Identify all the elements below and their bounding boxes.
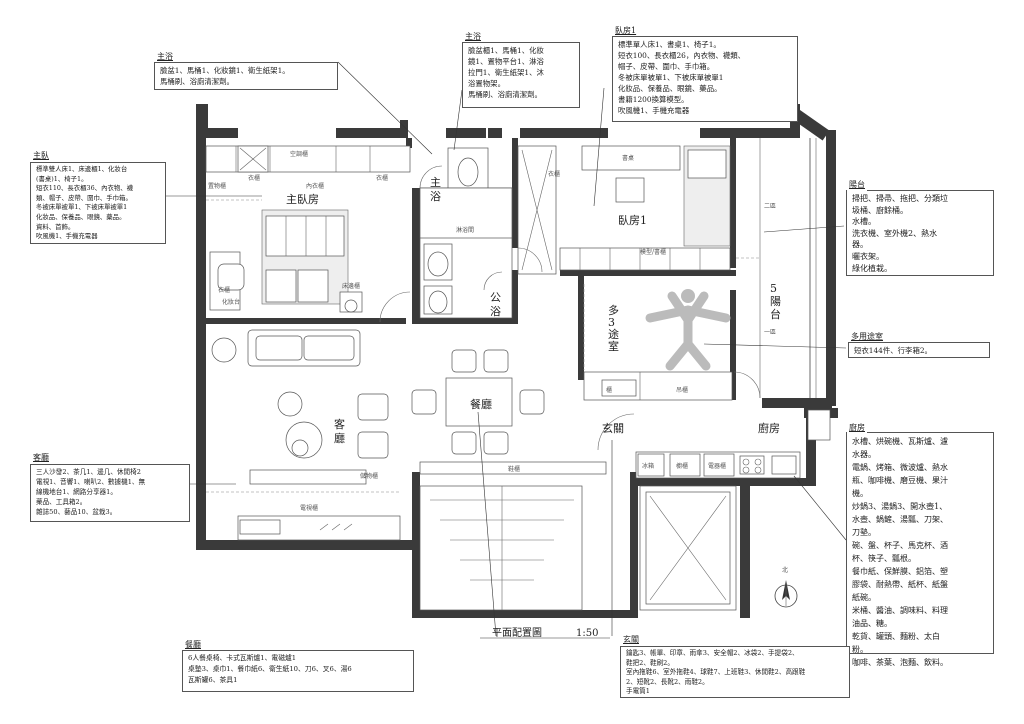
note-multi-room-body: 短衣144件、行李箱2。 — [854, 346, 932, 355]
label-cabinet-multi: 櫃 — [606, 386, 612, 394]
label-fridge: 冰箱 — [642, 462, 654, 470]
room-kitchen: 廚房 — [758, 421, 780, 435]
label-vanity: 化妝台 — [222, 298, 240, 306]
plan-scale: 1:50 — [576, 628, 598, 639]
note-multi-room-heading: 多用途室 — [849, 331, 885, 342]
note-master-room-heading: 主臥 — [31, 151, 51, 161]
door-swings — [379, 165, 761, 399]
note-multi-room: 多用途室 短衣144件、行李箱2。 — [848, 331, 990, 358]
room-living-1: 客 — [334, 417, 345, 431]
room-living-2: 廳 — [334, 431, 345, 445]
bedroom1-furniture — [517, 145, 731, 275]
plan-title: 平面配置圖 — [492, 627, 542, 639]
note-balcony: 陽台 掃把、掃帚、拖把、分類垃 圾桶、廚餘桶。 水槽。 洗衣機、室外機2、熱水 … — [846, 179, 994, 276]
note-bedroom1-body: 標準單人床1、書桌1、椅子1。 短衣100、長衣櫃26，內衣物、襪類、 帽子、皮… — [618, 40, 745, 115]
leader-lines — [164, 61, 847, 637]
note-public-bath: 主浴 臉盆櫃1、馬桶1、化妝 鏡1、置物平台1、淋浴 拉門1、衛生紙架1、沐 浴… — [462, 31, 580, 108]
room-multi-2: 3 — [608, 316, 615, 329]
note-kitchen: 廚房 水槽、烘碗機、瓦斯爐、濾 水器。 電鍋、烤箱、微波爐、熱水 瓶、咖啡機、磨… — [846, 421, 994, 667]
label-tv-cabinet: 電視櫃 — [300, 504, 318, 512]
label-bed1-desk: 書桌 — [622, 154, 634, 162]
outer-walls — [196, 104, 838, 618]
room-public-bath-1: 公 — [490, 291, 501, 304]
note-dining-heading: 餐廳 — [183, 639, 203, 650]
note-master-room: 主臥 標準雙人床1、床邊櫃1、化妝台 (書桌)1、椅子1。 短衣110、長衣櫃3… — [30, 151, 166, 244]
note-dining-body: 6人餐桌椅、卡式瓦斯爐1、電磁爐1 桌墊3、桌巾1、餐巾紙6、衛生紙10、刀6、… — [188, 654, 352, 684]
label-storage-cab: 儲物櫃 — [360, 472, 378, 480]
north-label: 北 — [782, 566, 788, 574]
room-balcony-2: 陽 — [770, 295, 781, 308]
label-appliance: 電器櫃 — [708, 462, 726, 470]
label-bed-stand: 床邊櫃 — [342, 282, 360, 290]
room-balcony-1: 5 — [770, 282, 777, 295]
room-entrance: 玄關 — [602, 421, 624, 435]
balcony-area — [736, 138, 831, 441]
room-master-bath-1: 主 — [430, 176, 441, 189]
label-model-shelf: 模型/書櫃 — [640, 248, 666, 256]
room-multi-3: 途 — [608, 327, 619, 341]
note-master-bath-heading: 主浴 — [155, 51, 175, 62]
label-balcony-2: 二區 — [764, 203, 776, 210]
room-bedroom1: 臥房1 — [618, 214, 647, 227]
room-labels: 主臥房 主 浴 臥房1 公 浴 多 3 途 室 5 陽 台 客 廳 餐廳 玄關 … — [286, 176, 781, 445]
master-bath-fixtures — [419, 147, 513, 319]
room-public-bath-2: 浴 — [490, 305, 501, 318]
label-cabinet-multi-2: 吊櫃 — [676, 386, 688, 394]
label-wardrobe-1: 衣櫃 — [248, 174, 260, 182]
note-master-room-body: 標準雙人床1、床邊櫃1、化妝台 (書桌)1、椅子1。 短衣110、長衣櫃36、內… — [36, 165, 134, 241]
note-dining: 餐廳 6人餐桌椅、卡式瓦斯爐1、電磁爐1 桌墊3、桌巾1、餐巾紙6、衛生紙10、… — [182, 639, 414, 692]
label-wardrobe-2: 衣櫃 — [376, 174, 388, 182]
note-entrance-heading: 玄關 — [621, 635, 641, 645]
dining-furniture — [411, 349, 607, 475]
label-balcony-1: 一區 — [764, 329, 776, 336]
room-multi-4: 室 — [608, 339, 619, 353]
note-entrance: 玄關 鑰匙3、帳單、印章、雨傘3、安全帽2、冰袋2、手提袋2、 鞋把2、鞋刷2。… — [620, 635, 850, 698]
room-master-bath-2: 浴 — [430, 190, 441, 203]
note-balcony-body: 掃把、掃帚、拖把、分類垃 圾桶、廚餘桶。 水槽。 洗衣機、室外機2、熱水 器。 … — [852, 194, 948, 273]
label-inner-clothes: 內衣櫃 — [306, 182, 324, 190]
label-oven: 櫥櫃 — [676, 462, 688, 470]
label-shower: 淋浴間 — [456, 226, 474, 234]
kitchen-furniture — [635, 451, 801, 479]
note-living-room-heading: 客廳 — [31, 453, 51, 463]
label-wardrobe-4: 衣櫃 — [218, 286, 230, 294]
room-multi-1: 多 — [608, 303, 619, 317]
room-dining: 餐廳 — [470, 397, 492, 411]
stair-area — [419, 413, 737, 611]
note-living-room-body: 三人沙發2、茶几1、邊几、休閒椅2 電視1、音響1、喇叭2、數據機1、無 線機地… — [36, 468, 146, 516]
note-living-room: 客廳 三人沙發2、茶几1、邊几、休閒椅2 電視1、音響1、喇叭2、數據機1、無 … — [30, 453, 190, 522]
note-public-bath-heading: 主浴 — [463, 31, 483, 42]
master-bedroom-furniture — [205, 145, 411, 313]
multi-room-furniture — [583, 284, 733, 401]
label-clothes-room: 置物櫃 — [208, 182, 226, 190]
note-balcony-heading: 陽台 — [847, 179, 867, 191]
note-kitchen-body: 水槽、烘碗機、瓦斯爐、濾 水器。 電鍋、烤箱、微波爐、熱水 瓶、咖啡機、磨豆機、… — [852, 437, 948, 667]
label-wardrobe-3: 衣櫃 — [548, 170, 560, 178]
note-master-bath: 主浴 臉盆1、馬桶1、化妝鏡1、衛生紙架1。 馬桶刷、浴廁清潔劑。 — [154, 51, 338, 90]
note-master-bath-body: 臉盆1、馬桶1、化妝鏡1、衛生紙架1。 馬桶刷、浴廁清潔劑。 — [160, 66, 290, 86]
north-arrow — [774, 580, 798, 608]
furniture-labels: 衣櫃 空調櫃 衣櫃 置物櫃 內衣櫃 化妝台 床邊櫃 淋浴間 衣櫃 書桌 模型/書… — [208, 150, 776, 512]
label-entry-cab: 鞋櫃 — [508, 465, 520, 473]
room-balcony-3: 台 — [770, 307, 781, 321]
label-storage-top: 空調櫃 — [290, 150, 308, 158]
room-master-bedroom: 主臥房 — [286, 193, 319, 206]
note-bedroom1: 臥房1 標準單人床1、書桌1、椅子1。 短衣100、長衣櫃26，內衣物、襪類、 … — [612, 25, 798, 122]
note-kitchen-heading: 廚房 — [847, 421, 867, 434]
note-bedroom1-heading: 臥房1 — [613, 25, 639, 36]
note-entrance-body: 鑰匙3、帳單、印章、雨傘3、安全帽2、冰袋2、手提袋2、 鞋把2、鞋刷2。 室內… — [626, 649, 806, 696]
living-room-furniture — [206, 329, 401, 541]
note-public-bath-body: 臉盆櫃1、馬桶1、化妝 鏡1、置物平台1、淋浴 拉門1、衛生紙架1、沐 浴置物架… — [468, 46, 544, 99]
